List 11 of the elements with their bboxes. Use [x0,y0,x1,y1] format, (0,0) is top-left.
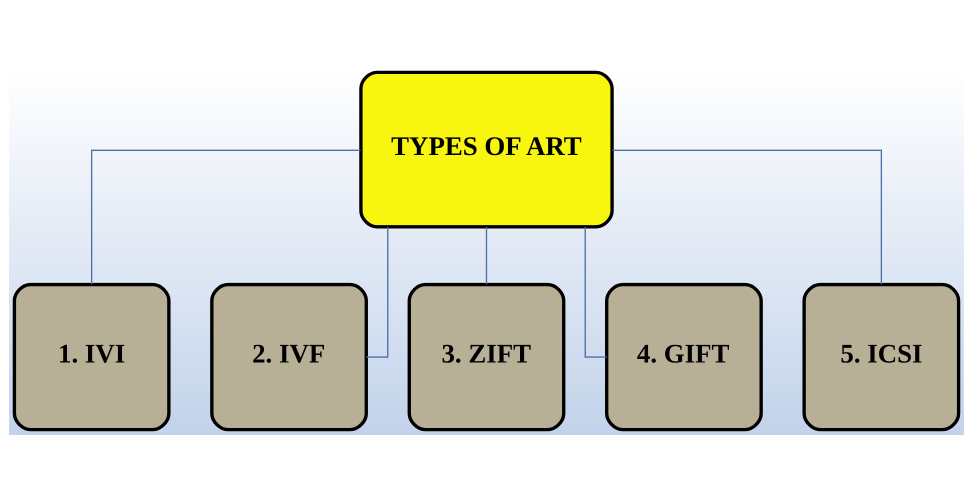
connector [486,226,488,284]
connector [612,149,882,284]
node-box: 5. ICSI [802,282,960,431]
node-box: 1. IVI [12,282,171,431]
connector [584,226,607,358]
connector [90,149,360,284]
node-box: 2. IVF [210,282,368,431]
node-box: 3. ZIFT [408,282,566,431]
node-box: 4. GIFT [605,282,763,431]
connector [366,226,388,358]
node-box: TYPES OF ART [359,70,614,228]
